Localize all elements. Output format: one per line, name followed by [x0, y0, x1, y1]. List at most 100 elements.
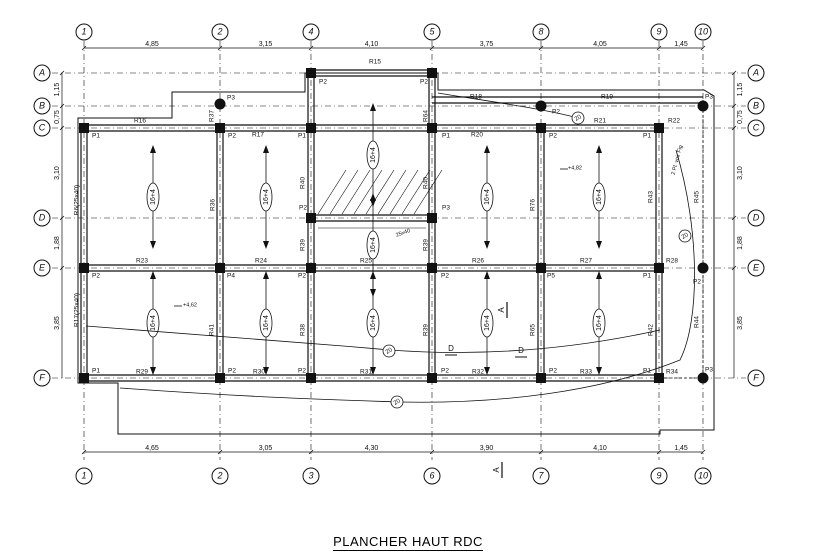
dim-bottom-4: 4,10	[593, 445, 607, 452]
slab-ellipse-9	[480, 308, 494, 338]
slab-arrow-head-up-1	[263, 145, 269, 153]
stair-hatch-1	[329, 169, 359, 215]
dim-tick-bottom-3	[429, 449, 435, 455]
round-post-0	[214, 98, 226, 110]
beam-label-v-6: R64	[423, 110, 430, 122]
slab-label-8: 16+4	[370, 315, 377, 331]
axis-label-top-1: 1	[81, 26, 86, 36]
post-label-24: P3	[705, 367, 713, 374]
axis-label-bottom-1: 1	[81, 470, 86, 480]
axis-label-bottom-7: 7	[538, 470, 544, 480]
slab-ellipse-8	[366, 308, 380, 338]
beam-label-v-3: R40	[300, 177, 307, 189]
dim-top-0: 4,85	[145, 41, 159, 48]
beam-label-v-1: R36	[210, 199, 217, 211]
pipe-marker-label-1: 20	[393, 398, 402, 407]
round-post-3	[697, 262, 709, 274]
axis-label-top-9: 9	[656, 26, 661, 36]
dim-right-2: 3,10	[737, 166, 744, 180]
axis-bubble-bottom-6	[423, 467, 441, 485]
slab-arrow-head-down-10	[596, 367, 602, 375]
post-label-11: P1	[643, 273, 651, 280]
axis-label-top-2: 2	[216, 26, 222, 36]
slab-label-3: 16+4	[370, 237, 377, 253]
beam-label-v-11: R43	[648, 191, 655, 203]
axis-bubble-top-4	[302, 23, 320, 41]
slab-label-2: 16+4	[370, 147, 377, 163]
axis-bubble-bottom-10	[694, 467, 712, 485]
beam-label-v-10: R76	[530, 199, 537, 211]
post-label-18: P2	[319, 79, 327, 86]
slab-arrow-head-down-0	[150, 241, 156, 249]
column-post-14	[536, 373, 546, 383]
slab-outline	[77, 72, 715, 435]
post-label-6: P2	[92, 273, 100, 280]
stair-hatch-3	[353, 169, 383, 215]
post-label-13: P2	[228, 368, 236, 375]
axis-bubble-bottom-9	[650, 467, 668, 485]
column-post-10	[427, 263, 437, 273]
dim-tick-top-end	[700, 45, 706, 51]
slab-arrow-head-down-1	[263, 241, 269, 249]
pipe-marker-label-3: 20	[574, 114, 583, 123]
column-post-15	[654, 123, 664, 133]
column-post-20	[306, 213, 316, 223]
plan-title: PLANCHER HAUT RDC	[333, 534, 483, 551]
slab-arrow-head-down-5	[596, 241, 602, 249]
dim-tick-left-0	[59, 70, 65, 76]
axis-bubble-right-C	[747, 119, 765, 137]
column-post-3	[215, 123, 225, 133]
post-label-7: P4	[227, 273, 235, 280]
post-label-20: P3	[227, 95, 235, 102]
slab-arrow-head-down-4	[484, 241, 490, 249]
slab-ellipse-1	[259, 182, 273, 212]
beam-label-h-10: R29	[136, 369, 148, 376]
round-post-2	[697, 100, 709, 112]
beam-label-h-13: R32	[472, 369, 484, 376]
pipe-marker-3	[571, 111, 585, 125]
column-post-8	[306, 373, 316, 383]
beam-label-v-16: R6(25x40)	[74, 185, 81, 215]
beam-label-h-18: R19	[601, 94, 613, 101]
axis-bubble-top-5	[423, 23, 441, 41]
axis-bubble-right-E	[747, 259, 765, 277]
axis-label-right-B: B	[753, 100, 759, 110]
dim-tick-left-3	[59, 215, 65, 221]
slab-arrow-head-up-2	[370, 103, 376, 111]
stair-hatch-7	[401, 169, 431, 215]
dim-bottom-5: 1,45	[674, 445, 688, 452]
axis-bubble-bottom-2	[211, 467, 229, 485]
post-label-12: P1	[92, 368, 100, 375]
beam-label-v-14: R44	[694, 316, 701, 328]
slab-label-7: 16+4	[263, 315, 270, 331]
slab-ellipse-0	[146, 182, 160, 212]
axis-label-top-10: 10	[698, 26, 708, 36]
slab-label-6: 16+4	[150, 315, 157, 331]
slab-arrow-head-up-9	[484, 271, 490, 279]
section-mark-a-bottom: A	[492, 467, 501, 473]
axis-bubble-left-A	[33, 64, 51, 82]
slab-arrow-head-up-10	[596, 271, 602, 279]
dim-tick-top-2	[308, 45, 314, 51]
post-label-b8: P2	[552, 109, 560, 116]
dim-tick-top-3	[429, 45, 435, 51]
post-label-2: P1	[298, 133, 306, 140]
axis-label-left-C: C	[39, 122, 46, 132]
dim-tick-right-0	[731, 70, 737, 76]
beam-label-h-3: R21	[594, 118, 606, 125]
dim-tick-bottom-4	[538, 449, 544, 455]
dim-top-4: 4,05	[593, 41, 607, 48]
dim-tick-top-1	[217, 45, 223, 51]
beam-label-v-5: R39	[423, 239, 430, 251]
beam-label-h-6: R25	[360, 258, 372, 265]
slab-arrow-head-down-9	[484, 367, 490, 375]
post-label-19: P2	[420, 79, 428, 86]
axis-label-bottom-2: 2	[216, 470, 222, 480]
slab-ellipse-4	[480, 182, 494, 212]
post-label-3: P1	[442, 133, 450, 140]
beam-label-h-12: R31	[360, 369, 372, 376]
axis-bubble-top-2	[211, 23, 229, 41]
slab-arrow-head-up-5	[596, 145, 602, 153]
axis-bubble-right-A	[747, 64, 765, 82]
